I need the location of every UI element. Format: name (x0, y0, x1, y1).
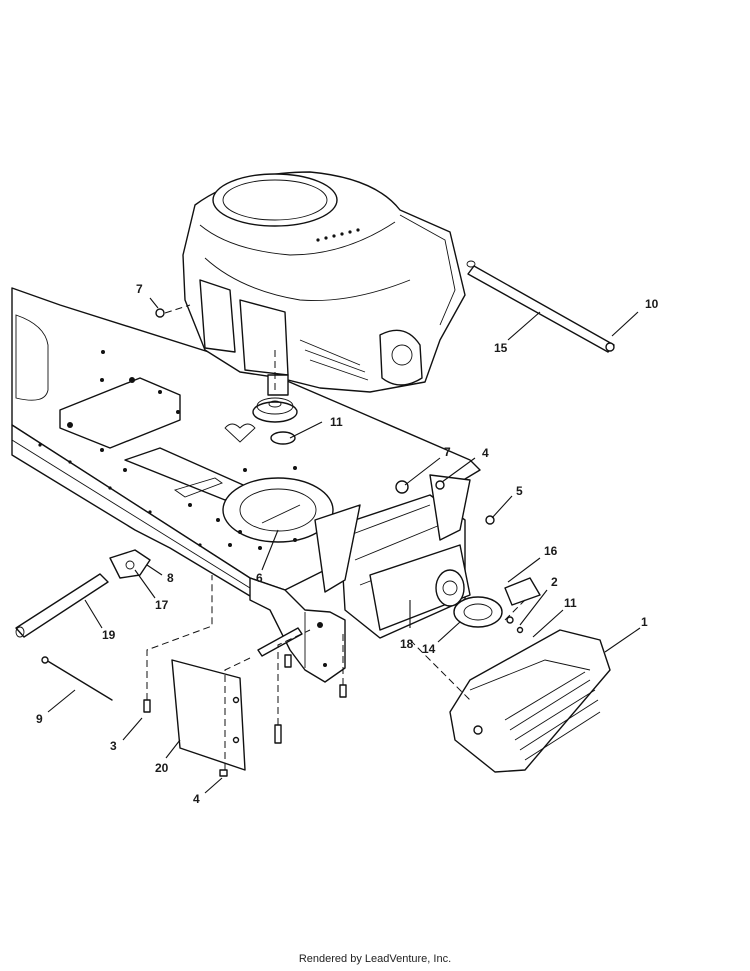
callout-6: 6 (256, 571, 263, 585)
callout-4-lower: 4 (193, 792, 200, 806)
muffler (314, 474, 495, 639)
nut-13 (155, 308, 165, 318)
exhaust-rod (466, 260, 615, 353)
left-parts (15, 549, 151, 701)
callout-15: 15 (494, 341, 508, 355)
callout-18: 18 (400, 637, 414, 651)
callout-2: 2 (551, 575, 558, 589)
callout-16: 16 (544, 544, 558, 558)
frame (11, 287, 481, 683)
callout-1: 1 (641, 615, 648, 629)
engine (182, 171, 466, 396)
footer-credit: Rendered by LeadVenture, Inc. (298, 953, 452, 965)
callout-17: 17 (155, 598, 169, 612)
leader-lines (47, 297, 641, 794)
callout-20: 20 (155, 761, 169, 775)
callout-19: 19 (102, 628, 116, 642)
callout-10: 10 (645, 297, 659, 311)
callouts: 7 10 15 11 7 4 5 6 8 17 19 9 3 20 4 18 1… (36, 282, 659, 806)
assembly-lines (146, 304, 526, 770)
callout-14: 14 (422, 642, 436, 656)
muffler-guard (449, 629, 611, 773)
callout-3: 3 (110, 739, 117, 753)
engine-pulley (252, 397, 298, 445)
callout-9: 9 (36, 712, 43, 726)
cover-plate (143, 627, 347, 777)
callout-8: 8 (167, 571, 174, 585)
callout-11-upper: 11 (330, 415, 343, 429)
callout-13: 7 (136, 282, 143, 296)
callout-7: 7 (444, 445, 451, 459)
callout-11-lower: 11 (564, 596, 577, 610)
callout-5: 5 (516, 484, 523, 498)
callout-4-upper: 4 (482, 446, 489, 460)
spark-arrestor (453, 577, 541, 634)
